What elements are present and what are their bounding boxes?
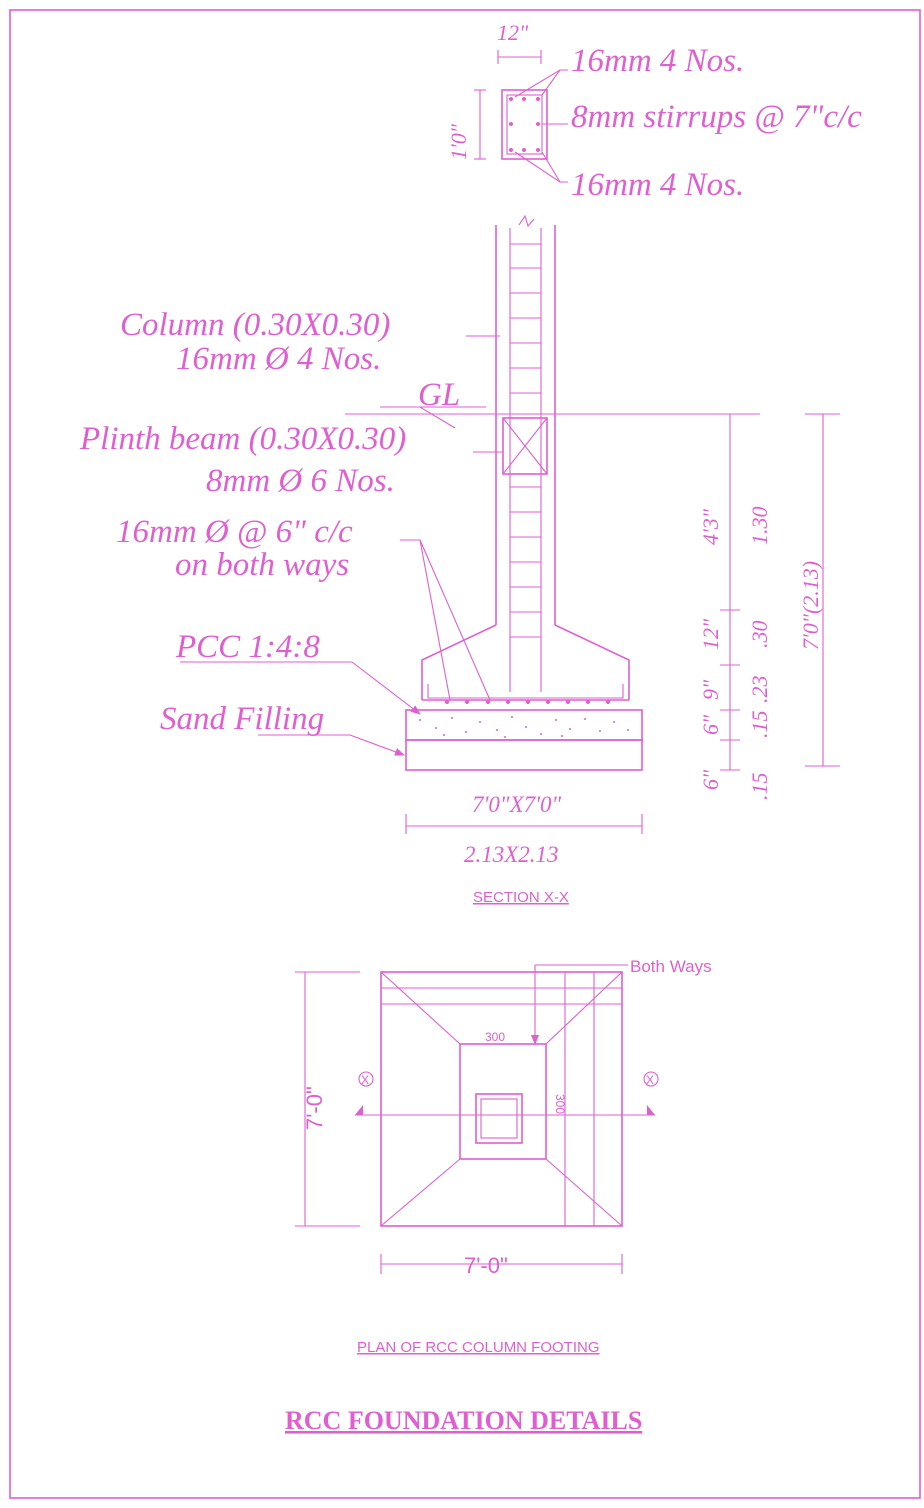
dim-300-top: 300 [485,1030,505,1044]
mesh-ways-label: on both ways [175,547,349,583]
gl-label: GL [418,377,460,413]
both-ways-label: Both Ways [630,957,712,976]
sheet-border [9,9,921,1499]
plan-title: PLAN OF RCC COLUMN FOOTING [357,1339,600,1356]
mesh-label: 16mm Ø @ 6" c/c [116,514,353,550]
dim-300-side: 300 [553,1094,567,1114]
section-x-x [180,214,840,834]
dim-imperial-4: 6" [698,714,723,735]
column-label: Column (0.30X0.30) [120,307,390,343]
footing-plan [295,964,659,1274]
footing-width-metric: 2.13X2.13 [464,842,559,867]
footing-width-imperial: 7'0"X7'0" [472,792,562,817]
dim-metric-3: .23 [747,676,772,704]
section-title: SECTION X-X [473,889,569,906]
plan-width-label: 7'-0" [464,1253,508,1278]
plan-height-label: 7'-0" [302,1086,327,1130]
sand-filling-label: Sand Filling [160,701,324,737]
top-bars-label: 16mm 4 Nos. [571,43,744,79]
drawing-title: RCC FOUNDATION DETAILS [285,1406,642,1435]
column-width-label: 12" [497,20,529,45]
dim-metric-1: 1.30 [747,507,772,546]
dim-imperial-2: 12" [698,618,723,650]
dim-metric-5: .15 [747,773,772,801]
dim-metric-4: .15 [747,711,772,739]
column-cross-section [474,50,568,183]
stirrups-label: 8mm stirrups @ 7"c/c [571,99,862,135]
section-marker-right: X [646,1073,654,1087]
dim-imperial-5: 6" [698,769,723,790]
section-marker-left: X [361,1073,369,1087]
dim-metric-2: .30 [747,621,772,649]
column-height-label: 1'0" [446,123,471,160]
bottom-bars-label: 16mm 4 Nos. [571,167,744,203]
plinth-beam-label: Plinth beam (0.30X0.30) [79,421,406,457]
plinth-bars-label: 8mm Ø 6 Nos. [206,463,395,499]
dim-imperial-1: 4'3" [698,508,723,545]
dim-imperial-3: 9" [698,679,723,700]
column-bars-label: 16mm Ø 4 Nos. [176,341,381,377]
pcc-label: PCC 1:4:8 [175,629,320,665]
total-height-label: 7'0"(2.13) [798,561,823,650]
